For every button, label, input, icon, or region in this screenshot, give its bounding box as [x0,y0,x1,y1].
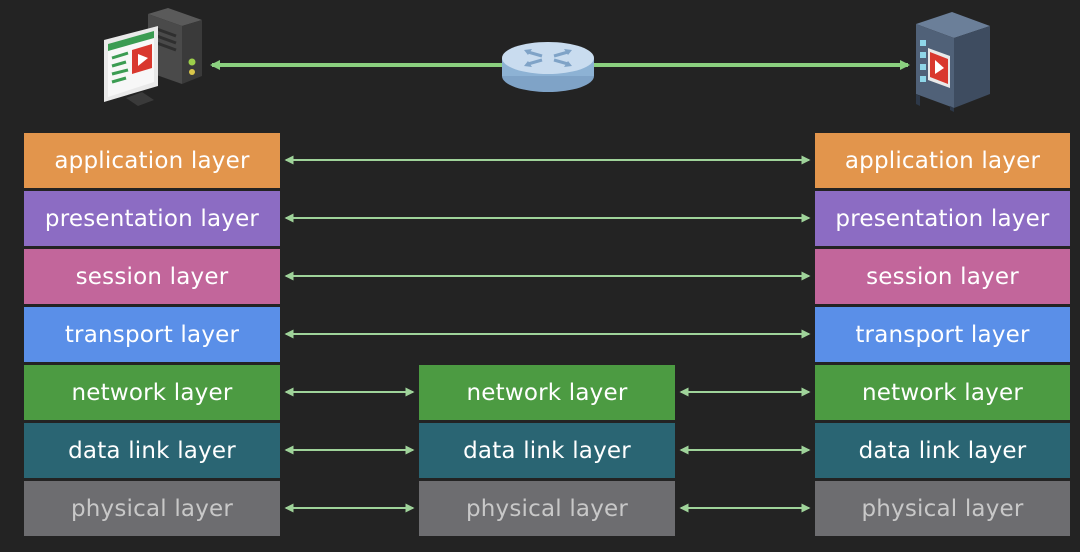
server-network-layer: network layer [815,365,1070,420]
router-physical-layer: physical layer [419,481,675,536]
router-icon [502,42,594,92]
router-network-layer: network layer [419,365,675,420]
server-transport-layer: transport layer [815,307,1070,362]
client-physical-layer: physical layer [24,481,280,536]
server-session-layer: session layer [815,249,1070,304]
server-data-link-layer: data link layer [815,423,1070,478]
client-data-link-layer: data link layer [24,423,280,478]
server-icon [916,12,990,112]
server-application-layer: application layer [815,133,1070,188]
client-network-layer: network layer [24,365,280,420]
client-presentation-layer: presentation layer [24,191,280,246]
client-application-layer: application layer [24,133,280,188]
client-transport-layer: transport layer [24,307,280,362]
client-session-layer: session layer [24,249,280,304]
server-physical-layer: physical layer [815,481,1070,536]
server-presentation-layer: presentation layer [815,191,1070,246]
router-data-link-layer: data link layer [419,423,675,478]
desktop-computer-icon [104,8,202,106]
